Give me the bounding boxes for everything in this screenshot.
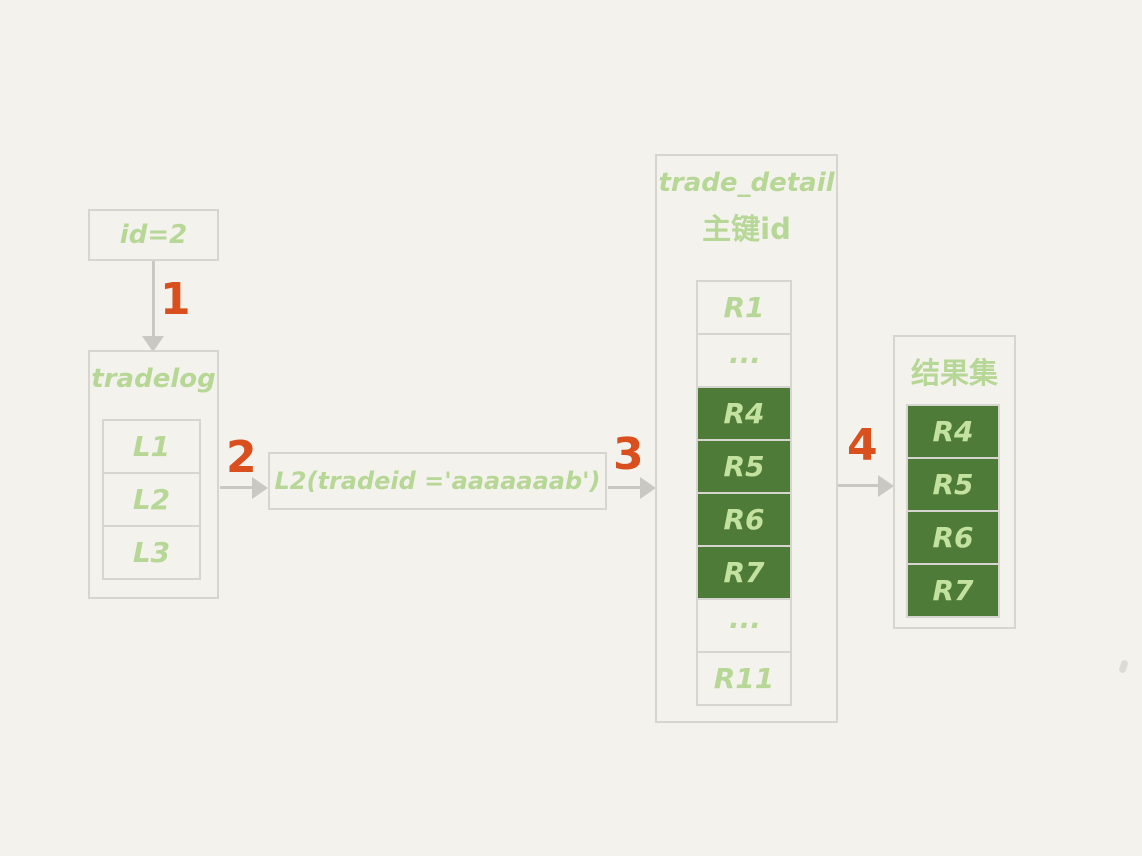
- trade-detail-box: trade_detail 主键id: [655, 154, 838, 723]
- trade-detail-row: ···: [696, 333, 792, 388]
- trade-detail-row: R4: [696, 386, 792, 441]
- step-3-label: 3: [613, 429, 644, 480]
- tradelog-row: L3: [102, 525, 201, 580]
- trade-detail-title: trade_detail: [658, 168, 835, 198]
- arrow-2-arrowhead-icon: [252, 477, 268, 499]
- step-4-label: 4: [847, 420, 878, 471]
- trade-detail-row: R7: [696, 545, 792, 600]
- query-box: L2(tradeid ='aaaaaaab'): [268, 452, 607, 510]
- trade-detail-row: R5: [696, 439, 792, 494]
- tradelog-box: tradelog: [88, 350, 219, 599]
- arrow-2-shaft: [220, 486, 253, 489]
- stray-mark: [1118, 659, 1129, 674]
- trade-detail-row: R11: [696, 651, 792, 706]
- trade-detail-subtitle: 主键id: [702, 212, 791, 246]
- trade-detail-row: ···: [696, 598, 792, 653]
- result-set-box: 结果集: [893, 335, 1016, 629]
- trade-detail-row: R1: [696, 280, 792, 335]
- trade-detail-row: R6: [696, 492, 792, 547]
- tradelog-title: tradelog: [91, 364, 216, 394]
- result-set-row: R4: [906, 404, 1000, 459]
- query-box-label: L2(tradeid ='aaaaaaab'): [274, 467, 601, 495]
- result-set-title: 结果集: [910, 356, 998, 390]
- arrow-4-shaft: [838, 484, 879, 487]
- arrow-4-arrowhead-icon: [878, 475, 894, 497]
- result-set-row: R7: [906, 563, 1000, 618]
- result-set-row: R6: [906, 510, 1000, 565]
- step-2-label: 2: [226, 432, 257, 483]
- tradelog-row: L2: [102, 472, 201, 527]
- id-box-label: id=2: [119, 220, 188, 250]
- tradelog-row: L1: [102, 419, 201, 474]
- id-box: id=2: [88, 209, 219, 261]
- arrow-3-shaft: [608, 486, 641, 489]
- arrow-1-shaft: [152, 261, 155, 338]
- step-1-label: 1: [160, 274, 191, 325]
- arrow-1-arrowhead-icon: [142, 336, 164, 352]
- result-set-row: R5: [906, 457, 1000, 512]
- arrow-3-arrowhead-icon: [640, 477, 656, 499]
